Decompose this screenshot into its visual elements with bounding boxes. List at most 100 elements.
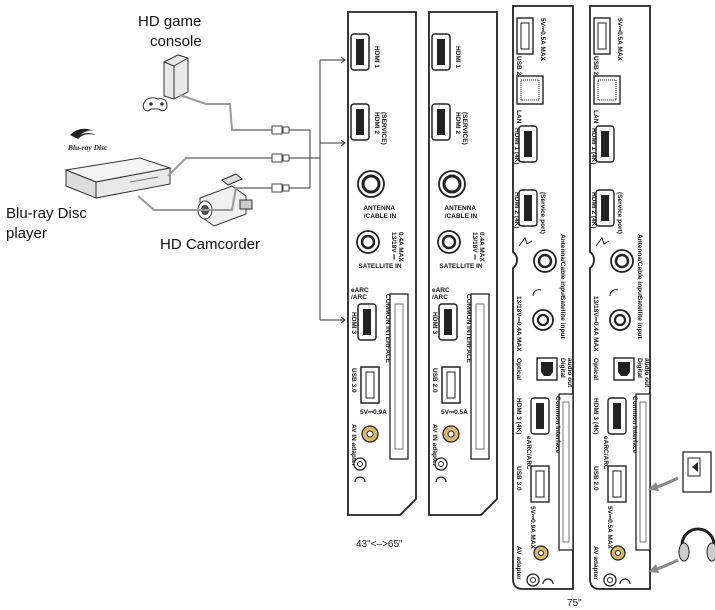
- ci-label: Common Interface: [554, 396, 561, 453]
- optical-label: Digital audio out: [636, 358, 650, 388]
- antenna-icon: [595, 236, 610, 247]
- optical-label-l1: Digital: [636, 358, 643, 378]
- earc-label-l2: /ARC: [351, 294, 367, 301]
- headphone-icon: [435, 476, 447, 483]
- earc-label-l2: /ARC: [432, 294, 448, 301]
- satellite-label: SATELLITE IN: [439, 263, 483, 270]
- size-label-large: 75": [567, 598, 582, 609]
- hdmi2-label-l1: HDMI 2: [454, 112, 461, 134]
- ci-label: COMMON INTERFACE: [465, 294, 472, 364]
- usb-bottom-rating: 5V⎓0.9A MAX: [529, 506, 536, 550]
- tv-panel-d: 5V⎓0.5A MAX USB 2.0 LAN HDMI 1 (4K) HDMI…: [589, 5, 651, 590]
- service-label: (Service port): [539, 192, 546, 234]
- usb-rating: 5V⎓0.9A: [360, 409, 387, 416]
- optical-label-l1: Digital: [559, 358, 566, 378]
- usb-top-label: USB 2.0: [515, 56, 522, 81]
- hdmi1-label: HDMI 1: [373, 46, 380, 68]
- headphone-icon: [354, 476, 366, 483]
- satellite-icon: [532, 289, 542, 297]
- bluray-logo: Blu-ray Disc: [67, 128, 108, 152]
- headphones-icon: [648, 527, 715, 573]
- camcorder-icon: [197, 173, 253, 227]
- cables: [137, 94, 272, 211]
- hdmi2-label-l2: (SERVICE): [461, 112, 468, 145]
- satellite-spec: 13/18V ⎓ 0.4A MAX: [390, 232, 404, 262]
- device-labels: HD game console Blu-ray Disc player HD C…: [6, 13, 260, 253]
- bluray-label: Blu-ray Disc player: [6, 205, 91, 242]
- hdmi3-label: HDMI 3: [431, 312, 438, 334]
- hdmi3-label: HDMI 3 (4K): [515, 398, 522, 434]
- hdmi2-label: HDMI 2 (SERVICE): [373, 112, 387, 145]
- earc-label-l1: eARC: [432, 287, 450, 294]
- usb-label: USB 2.0: [431, 368, 438, 393]
- antenna-label-l2: /CABLE IN: [445, 213, 478, 220]
- bluray-label-line2: player: [6, 225, 47, 242]
- av-label: AV IN adapter: [350, 424, 357, 467]
- earc-label: eARC /ARC: [351, 287, 371, 301]
- usb-bottom-label: USB 2.0: [592, 466, 599, 491]
- bluray-label-line1: Blu-ray Disc: [6, 205, 87, 222]
- av-label: AV adapter: [592, 546, 599, 580]
- satellite-spec: 13/18V⎓0.4A MAX: [515, 296, 522, 352]
- usb-top-rating: 5V⎓0.5A MAX: [539, 18, 546, 62]
- optical-label: Digital audio out: [559, 358, 573, 388]
- optical-label-l2: audio out: [566, 358, 573, 388]
- hdmi2-label-l1: HDMI 2: [373, 112, 380, 134]
- satellite-spec: 13/18V⎓0.4A MAX: [592, 296, 599, 352]
- tv-panel-b: HDMI 1 HDMI 2 (SERVICE) ANTENNA /CABLE I…: [428, 11, 498, 516]
- satellite-spec: 13/18V ⎓ 0.4A MAX: [471, 232, 485, 262]
- earc-label-l1: eARC: [351, 287, 369, 294]
- satellite-label: SATELLITE IN: [358, 263, 402, 270]
- lan-label: LAN: [515, 110, 522, 124]
- hdmi2-label: HDMI 2 (SERVICE): [454, 112, 468, 145]
- size-label-small: 43"<–>65": [356, 539, 403, 550]
- optical-label-l2: audio out: [643, 358, 650, 388]
- satellite-label: Satellite input: [636, 296, 643, 339]
- hdmi2-label: HDMI 2 (4K): [590, 192, 597, 228]
- hdmi1-label: HDMI 1 (4K): [590, 128, 597, 164]
- hdmi2-label: HDMI 2 (4K): [513, 192, 520, 228]
- antenna-label-l1: ANTENNA: [363, 205, 395, 212]
- earc-label: eARC /ARC: [432, 287, 452, 301]
- lan-label: LAN: [592, 110, 599, 124]
- game-console-label-line1: HD game: [138, 13, 201, 30]
- antenna-label-l2: /CABLE IN: [364, 213, 397, 220]
- headphone-icon: [619, 578, 631, 585]
- satellite-spec-l1: 13/18V ⎓: [471, 232, 478, 260]
- game-console-label-line2: console: [150, 33, 202, 50]
- usb-bottom-rating: 5V⎓0.5A MAX: [606, 506, 613, 550]
- usb-top-rating: 5V⎓0.5A MAX: [616, 18, 623, 62]
- av-label: AV adapter: [515, 546, 522, 580]
- antenna-label: Antenna/Cable input: [559, 234, 566, 298]
- hdmi-plugs: [271, 125, 290, 193]
- camcorder-label: HD Camcorder: [160, 236, 260, 253]
- satellite-icon: [609, 289, 619, 297]
- bracket-lines: [289, 56, 346, 324]
- bluray-player-icon: [64, 157, 172, 199]
- ci-card-icon: [648, 451, 712, 493]
- hdmi3-label: HDMI 3: [350, 312, 357, 334]
- usb-bottom-label: USB 3.0: [515, 466, 522, 491]
- ci-label: COMMON INTERFACE: [384, 294, 391, 364]
- antenna-label: ANTENNA /CABLE IN: [363, 205, 396, 220]
- service-label: (Service port): [616, 192, 623, 234]
- earc-label: eARC/ARC: [525, 436, 532, 470]
- game-console-icon: [142, 54, 189, 112]
- antenna-label-l1: ANTENNA: [444, 205, 476, 212]
- satellite-spec-l2: 0.4A MAX: [397, 232, 404, 262]
- hdmi1-label: HDMI 1: [454, 46, 461, 68]
- satellite-spec-l2: 0.4A MAX: [478, 232, 485, 262]
- antenna-icon: [518, 236, 533, 247]
- tv-panel-a: HDMI 1 HDMI 2 (SERVICE) ANTENNA /CABLE I…: [347, 11, 417, 516]
- satellite-label: Satellite input: [559, 296, 566, 339]
- optical-sub-label: Optical: [592, 358, 599, 380]
- hdmi2-label-l2: (SERVICE): [380, 112, 387, 145]
- hdmi1-label: HDMI 1 (4K): [513, 128, 520, 164]
- usb-rating: 5V⎓0.5A: [441, 409, 468, 416]
- optical-sub-label: Optical: [515, 358, 522, 380]
- tv-panel-c: 5V⎓0.5A MAX USB 2.0 LAN HDMI 1 (4K) HDMI…: [512, 5, 574, 590]
- av-label: AV IN adapter: [431, 424, 438, 467]
- antenna-label: Antenna/Cable input: [636, 234, 643, 298]
- antenna-label: ANTENNA /CABLE IN: [444, 205, 477, 220]
